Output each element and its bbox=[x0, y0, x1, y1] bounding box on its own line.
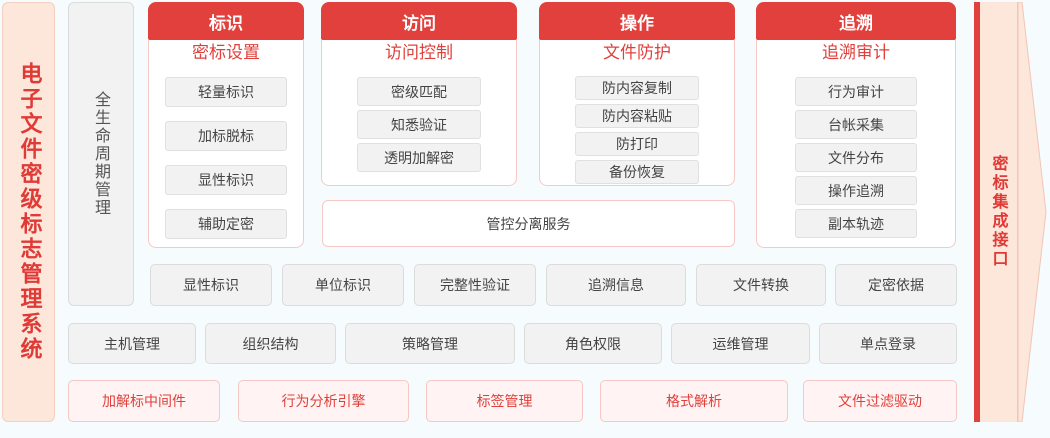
feature-chip: 备份恢复 bbox=[575, 160, 699, 184]
feature-chip: 防内容复制 bbox=[575, 76, 699, 100]
row3-box: 格式解析 bbox=[600, 380, 788, 422]
feature-chip: 操作追溯 bbox=[795, 176, 917, 205]
column-subtitle: 密标设置 bbox=[192, 43, 260, 63]
system-title-panel: 电子文件密级标志管理系统 bbox=[2, 2, 55, 422]
row1-box: 追溯信息 bbox=[546, 264, 686, 306]
column-trace: 追溯 追溯审计 行为审计 台帐采集 文件分布 操作追溯 副本轨迹 bbox=[756, 2, 956, 248]
feature-chip: 轻量标识 bbox=[165, 77, 287, 107]
column-header: 追溯 bbox=[756, 2, 956, 40]
row2-box: 策略管理 bbox=[345, 323, 515, 364]
row1-box: 显性标识 bbox=[150, 264, 272, 306]
integration-label: 密标集成接口 bbox=[989, 155, 1009, 269]
system-title: 电子文件密级标志管理系统 bbox=[16, 62, 42, 362]
feature-chip: 知悉验证 bbox=[357, 110, 481, 139]
feature-chip: 副本轨迹 bbox=[795, 209, 917, 238]
column-subtitle: 文件防护 bbox=[603, 43, 671, 63]
row1-box: 完整性验证 bbox=[414, 264, 536, 306]
shared-service-box: 管控分离服务 bbox=[322, 200, 735, 247]
row1-box: 文件转换 bbox=[696, 264, 826, 306]
row3-box: 文件过滤驱动 bbox=[803, 380, 957, 422]
column-access: 访问 访问控制 密级匹配 知悉验证 透明加解密 bbox=[321, 2, 517, 186]
row3-box: 行为分析引擎 bbox=[238, 380, 409, 422]
column-header: 操作 bbox=[539, 2, 735, 40]
feature-chip: 防打印 bbox=[575, 132, 699, 156]
row1-box: 单位标识 bbox=[282, 264, 404, 306]
feature-chip: 台帐采集 bbox=[795, 110, 917, 139]
feature-chip: 文件分布 bbox=[795, 143, 917, 172]
column-header: 访问 bbox=[321, 2, 517, 40]
row1-box: 定密依据 bbox=[835, 264, 957, 306]
column-body: 文件防护 防内容复制 防内容粘贴 防打印 备份恢复 bbox=[539, 40, 735, 186]
row3-box: 加解标中间件 bbox=[68, 380, 220, 422]
column-subtitle: 访问控制 bbox=[385, 43, 453, 63]
column-operation: 操作 文件防护 防内容复制 防内容粘贴 防打印 备份恢复 bbox=[539, 2, 735, 186]
row2-box: 主机管理 bbox=[68, 323, 196, 364]
lifecycle-label: 全生命周期管理 bbox=[92, 91, 111, 217]
feature-chip: 透明加解密 bbox=[357, 143, 481, 172]
feature-chip: 防内容粘贴 bbox=[575, 104, 699, 128]
feature-chip: 加标脱标 bbox=[165, 121, 287, 151]
feature-chip: 显性标识 bbox=[165, 165, 287, 195]
column-identify: 标识 密标设置 轻量标识 加标脱标 显性标识 辅助定密 bbox=[148, 2, 304, 248]
lifecycle-panel: 全生命周期管理 bbox=[68, 2, 134, 306]
integration-panel: 密标集成接口 bbox=[980, 2, 1018, 422]
column-header: 标识 bbox=[148, 2, 304, 40]
column-subtitle: 追溯审计 bbox=[822, 43, 890, 63]
feature-chip: 辅助定密 bbox=[165, 209, 287, 239]
row2-box: 组织结构 bbox=[205, 323, 336, 364]
feature-chip: 密级匹配 bbox=[357, 77, 481, 106]
integration-bar bbox=[974, 2, 980, 422]
chevron-right-icon bbox=[1018, 2, 1047, 422]
row3-box: 标签管理 bbox=[426, 380, 583, 422]
column-body: 追溯审计 行为审计 台帐采集 文件分布 操作追溯 副本轨迹 bbox=[756, 40, 956, 248]
row2-box: 角色权限 bbox=[524, 323, 662, 364]
row2-box: 运维管理 bbox=[671, 323, 810, 364]
column-body: 访问控制 密级匹配 知悉验证 透明加解密 bbox=[321, 40, 517, 186]
row2-box: 单点登录 bbox=[819, 323, 957, 364]
column-body: 密标设置 轻量标识 加标脱标 显性标识 辅助定密 bbox=[148, 40, 304, 248]
feature-chip: 行为审计 bbox=[795, 77, 917, 106]
